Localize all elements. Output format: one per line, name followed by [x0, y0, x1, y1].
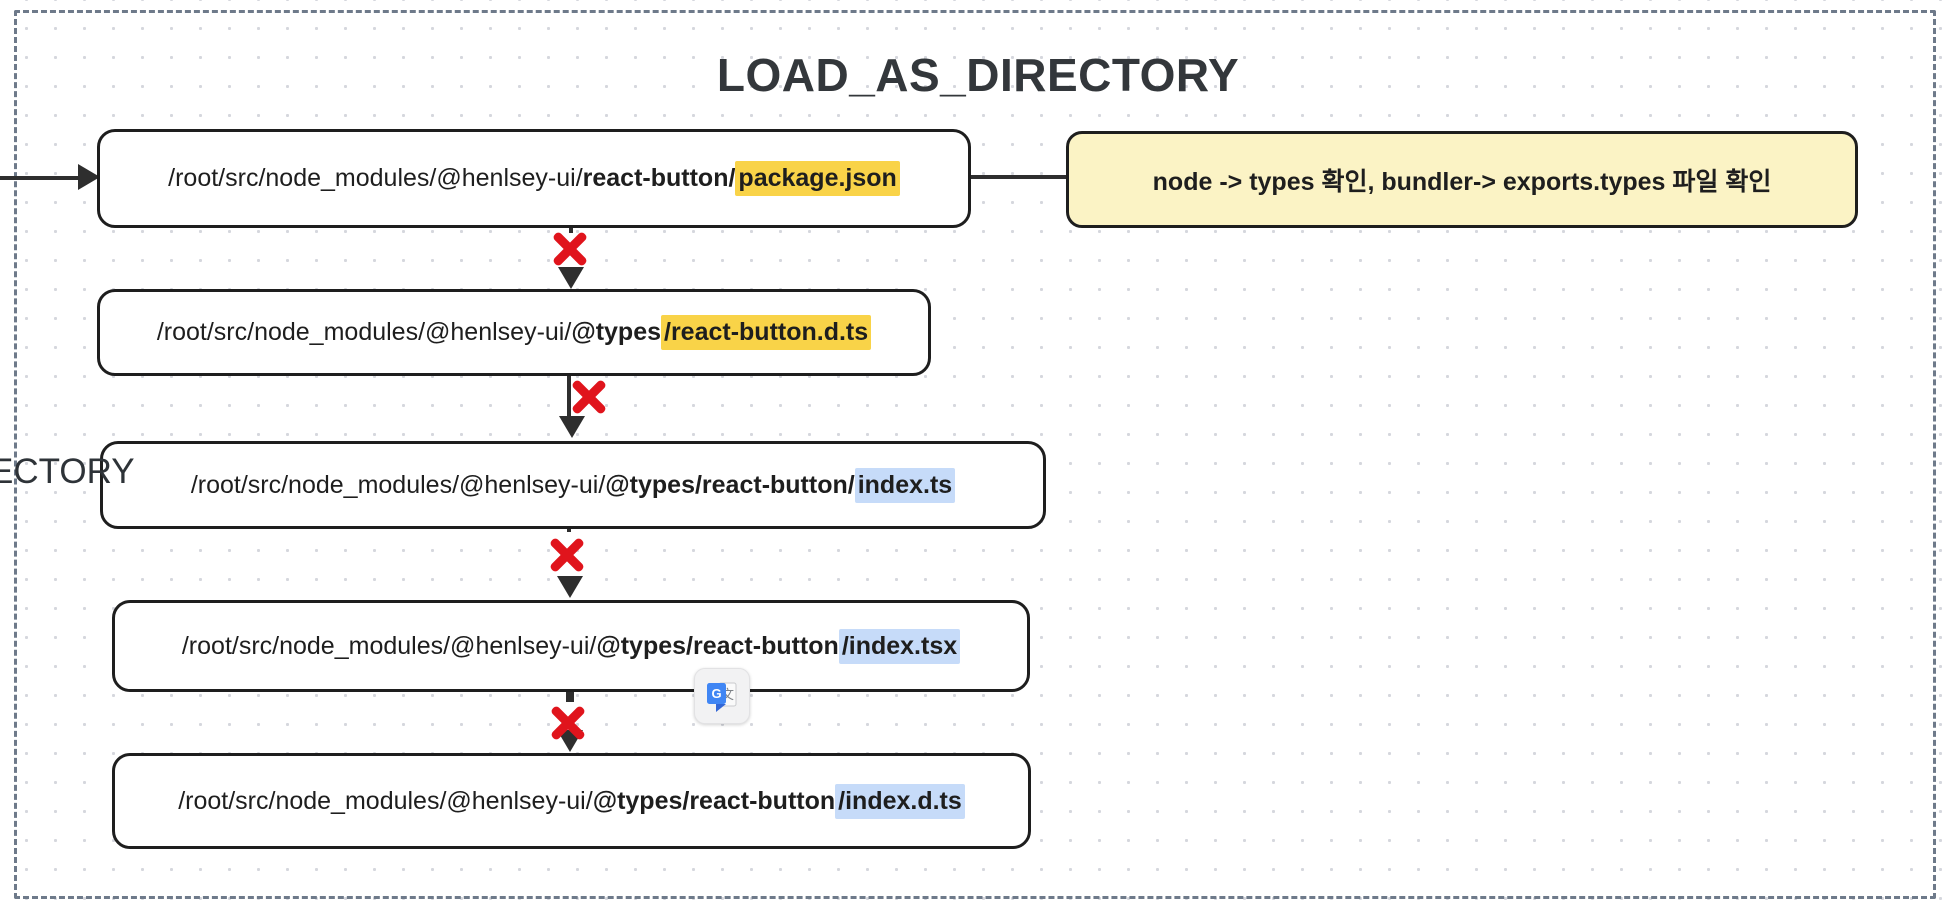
red-x-icon	[552, 231, 588, 267]
arrow-right-icon	[78, 164, 100, 190]
red-x-icon	[571, 379, 607, 415]
path-bold: react-button/	[582, 164, 736, 192]
arrow-down-icon	[558, 267, 584, 289]
connector-line	[567, 370, 571, 420]
incoming-connector-line	[0, 176, 82, 180]
path-highlight: /index.d.ts	[835, 783, 965, 819]
google-translate-glyph: 文 G	[707, 682, 737, 712]
clipped-directory-label: ECTORY	[0, 452, 135, 491]
arrow-down-icon	[557, 576, 583, 598]
path-prefix: /root/src/node_modules/@henlsey-ui/	[181, 631, 597, 660]
path-highlight: /index.tsx	[838, 628, 961, 664]
dashed-frame	[14, 10, 1936, 899]
path-highlight: /react-button.d.ts	[661, 315, 872, 350]
path-prefix: /root/src/node_modules/@henlsey-ui/	[168, 164, 583, 192]
flow-box-package-json[interactable]: /root/src/node_modules/@henlsey-ui/react…	[97, 129, 971, 228]
path-prefix: /root/src/node_modules/@henlsey-ui/	[156, 318, 572, 346]
connector-line	[566, 686, 574, 702]
flow-box-index-ts[interactable]: /root/src/node_modules/@henlsey-ui/@type…	[100, 441, 1046, 529]
flow-box-index-tsx[interactable]: /root/src/node_modules/@henlsey-ui/@type…	[112, 600, 1030, 692]
note-text: node -> types 확인, bundler-> exports.type…	[1152, 167, 1772, 196]
svg-text:G: G	[711, 686, 721, 701]
note-box[interactable]: node -> types 확인, bundler-> exports.type…	[1066, 131, 1858, 228]
flow-box-index-d-ts[interactable]: /root/src/node_modules/@henlsey-ui/@type…	[112, 753, 1031, 849]
note-connector-line	[963, 175, 1068, 179]
path-prefix: /root/src/node_modules/@henlsey-ui/	[178, 786, 593, 815]
flow-box-react-button-d-ts[interactable]: /root/src/node_modules/@henlsey-ui/@type…	[97, 289, 931, 376]
path-bold: @types	[571, 318, 661, 346]
path-highlight: index.ts	[854, 467, 956, 503]
path-bold: @types/react-button	[592, 786, 836, 815]
google-translate-icon[interactable]: 文 G	[694, 668, 750, 724]
diagram-title: LOAD_AS_DIRECTORY	[716, 49, 1240, 101]
red-x-icon	[550, 705, 586, 741]
path-prefix: /root/src/node_modules/@henlsey-ui/	[190, 470, 606, 499]
path-bold: @types/react-button	[596, 631, 839, 660]
arrow-down-icon	[559, 416, 585, 438]
path-highlight: package.json	[735, 161, 900, 196]
red-x-icon	[549, 537, 585, 573]
path-bold: @types/react-button/	[605, 470, 855, 499]
